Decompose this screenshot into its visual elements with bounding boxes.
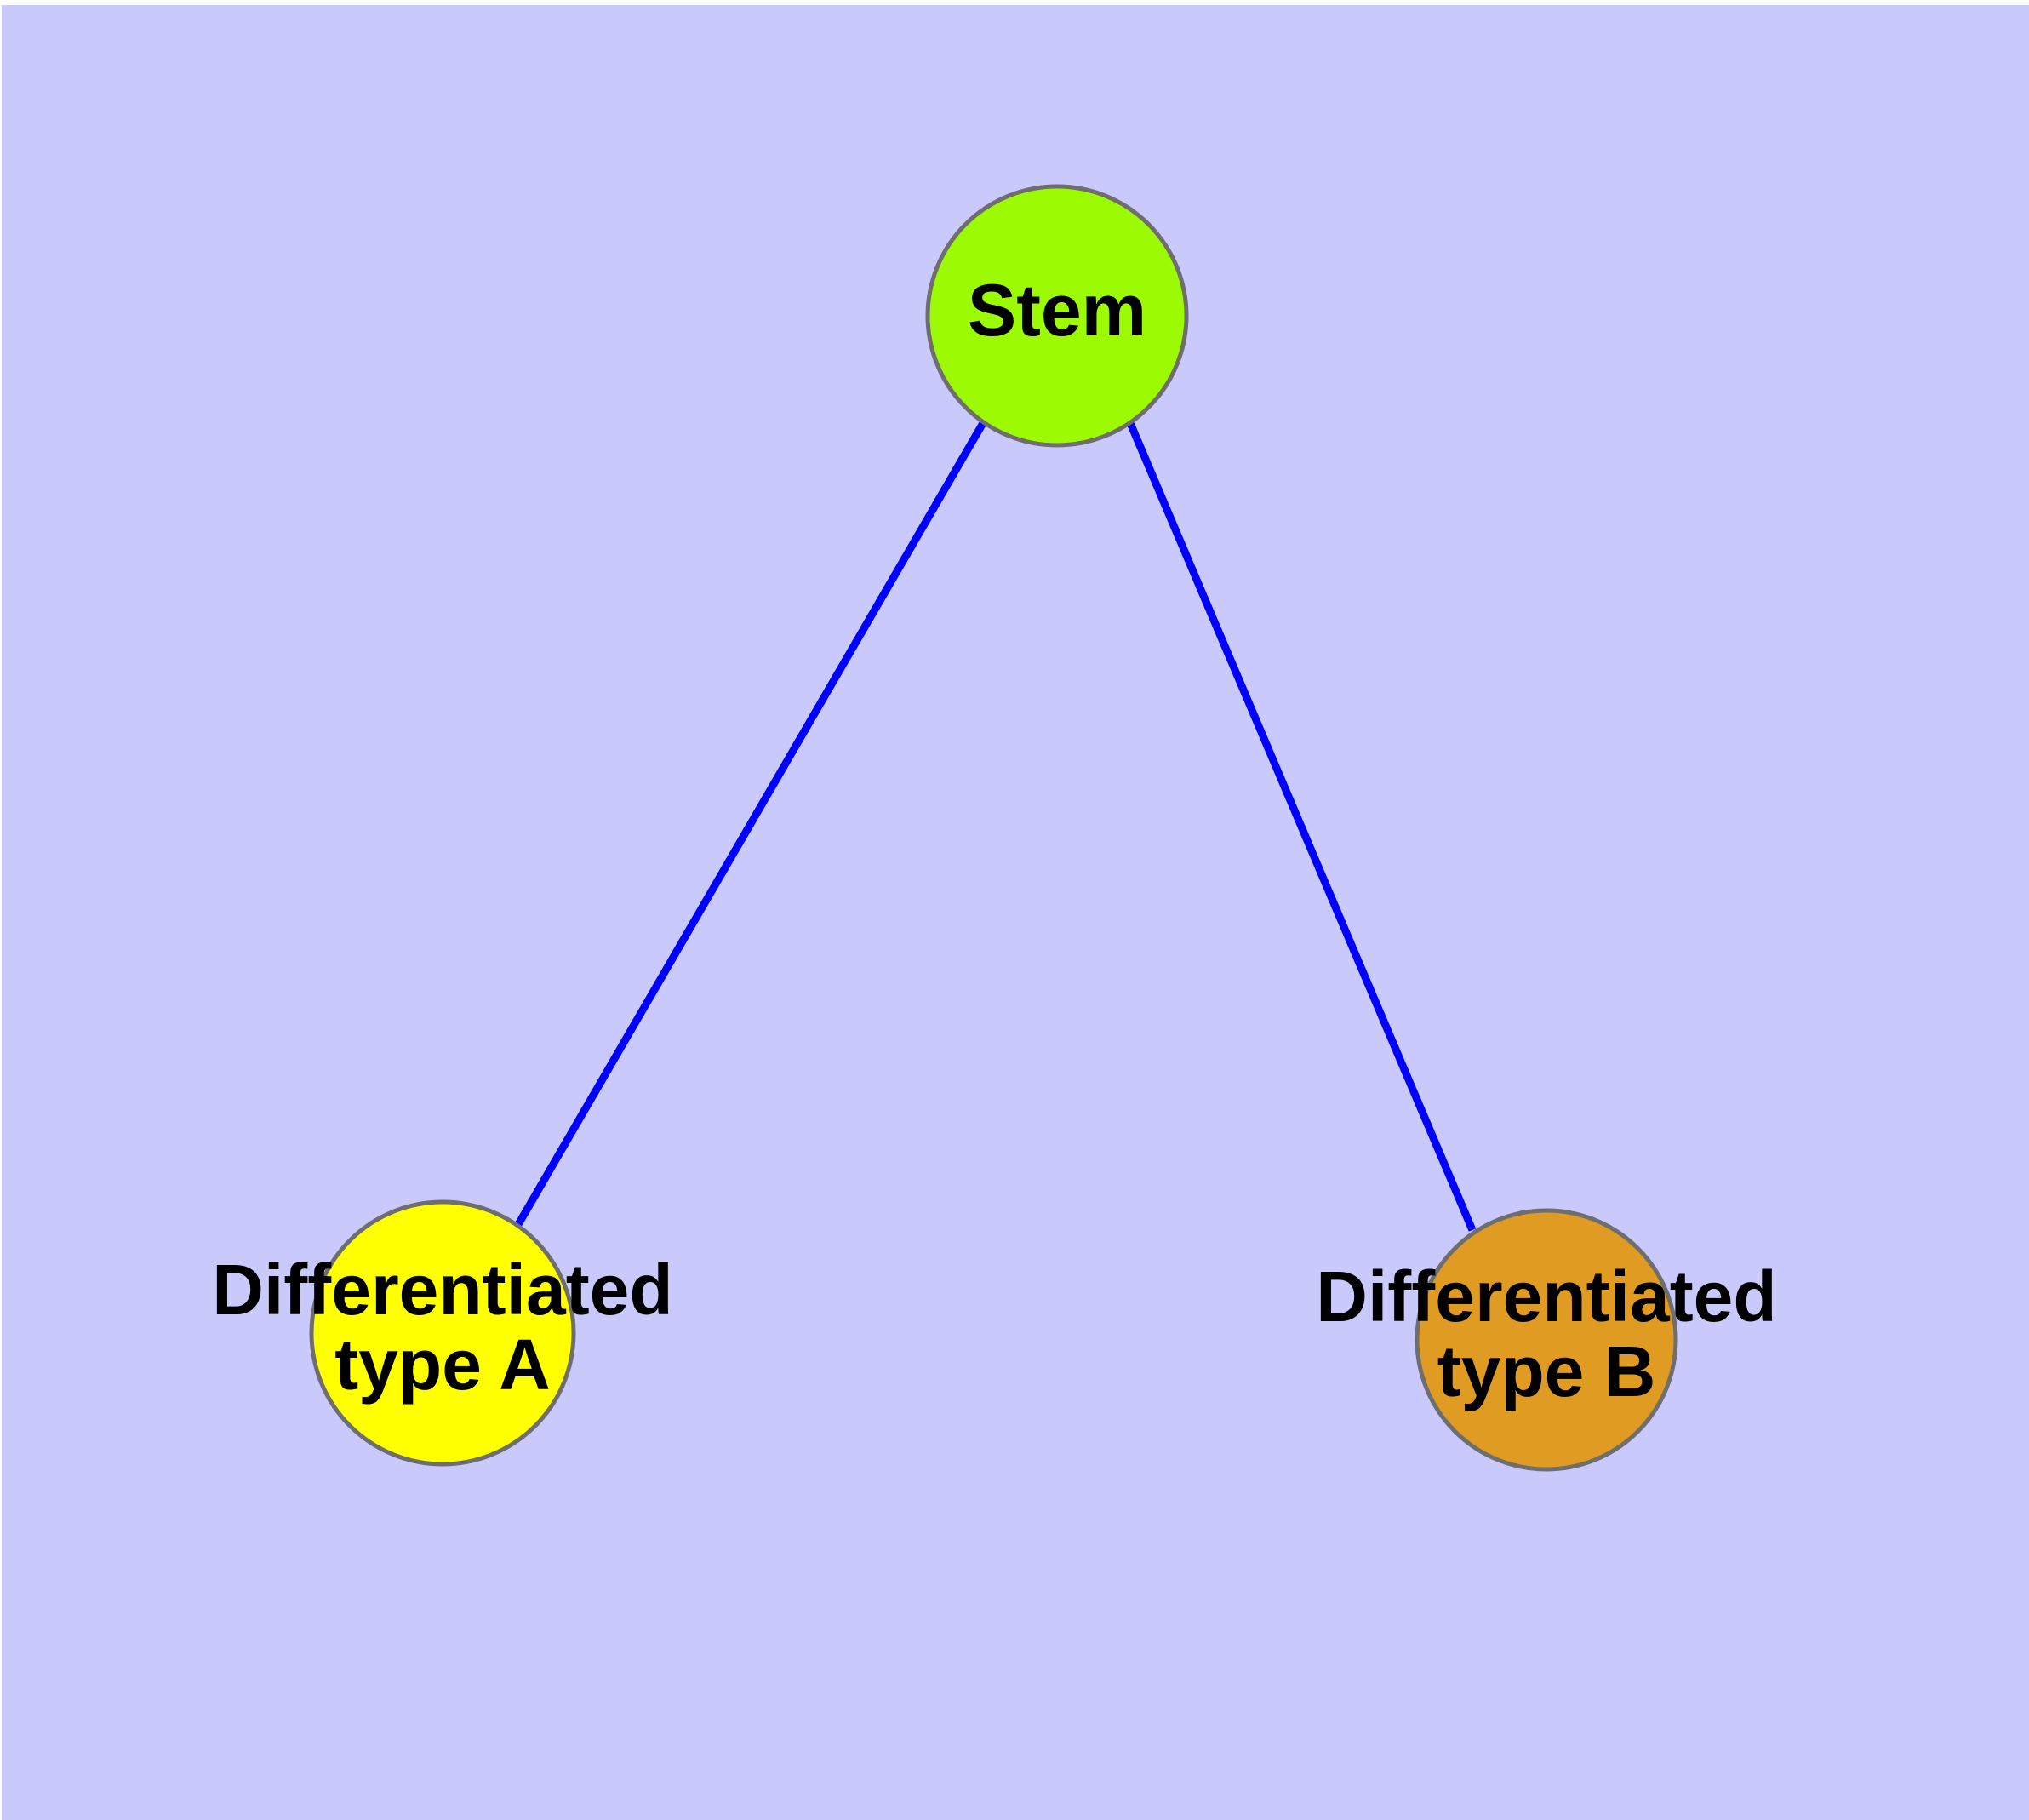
node-circle-stem[interactable] <box>925 184 1189 448</box>
node-label-line: type B <box>1437 1331 1656 1411</box>
graph-edge-stem-to-diff_b <box>1126 421 1477 1232</box>
node-label-line: Differentiated <box>1316 1256 1776 1336</box>
edges-layer <box>514 421 1477 1232</box>
graph-node-stem[interactable]: Stem <box>925 184 1189 448</box>
node-label-line: Stem <box>968 270 1146 352</box>
node-circle-diff_b[interactable] <box>1415 1208 1678 1472</box>
node-label-line: Differentiated <box>212 1250 672 1330</box>
node-label-line: type A <box>334 1325 551 1405</box>
node-circle-diff_a[interactable] <box>309 1199 576 1467</box>
graph-edge-stem-to-diff_a <box>514 421 986 1228</box>
node-label-stem: Stem <box>968 270 1146 352</box>
